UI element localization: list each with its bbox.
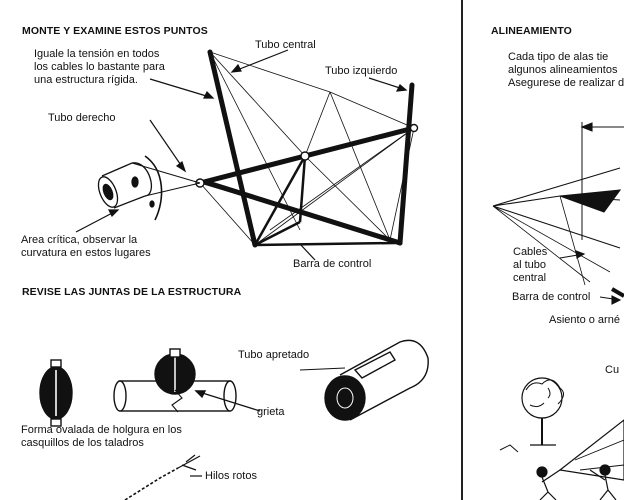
broken-wire <box>124 454 202 500</box>
label-cut-off: Cu <box>605 364 620 376</box>
label-forma-ovalada: Forma ovalada de holgura en los casquill… <box>21 424 182 449</box>
critical-area-tube <box>97 155 201 221</box>
label-tubo-central: Tubo central <box>255 39 316 51</box>
oval-bushing <box>39 359 73 427</box>
flight-scene <box>499 377 624 500</box>
section-heading-alignment: ALINEAMIENTO <box>491 25 572 37</box>
page-divider <box>461 0 463 500</box>
label-hilos-rotos: Hilos rotos <box>205 470 257 482</box>
label-tubo-derecho: Tubo derecho <box>48 112 116 124</box>
joint-checks <box>39 339 429 500</box>
control-bar <box>253 155 396 247</box>
alignment-wing-diagram <box>492 122 624 305</box>
tension-note: Iguale la tensión en todos los cables lo… <box>34 48 165 86</box>
leader-arrows <box>75 49 408 261</box>
frame-tubes <box>197 49 417 248</box>
label-grieta: grieta <box>257 406 285 418</box>
tubo-izquierdo-line <box>397 82 415 246</box>
cracked-tube <box>113 348 261 413</box>
tight-tube <box>299 339 429 421</box>
label-area-critica: Area crítica, observar la curvatura en e… <box>21 234 151 259</box>
label-asiento: Asiento o arné <box>549 314 620 326</box>
label-tubo-apretado: Tubo apretado <box>238 349 310 361</box>
label-barra-control: Barra de control <box>293 258 372 270</box>
label-barra-control-right: Barra de control <box>512 291 591 303</box>
section-heading-assemble: MONTE Y EXAMINE ESTOS PUNTOS <box>22 25 208 37</box>
section-heading-joints: REVISE LAS JUNTAS DE LA ESTRUCTURA <box>22 286 242 298</box>
label-tubo-izquierdo: Tubo izquierdo <box>325 65 398 77</box>
label-cables-tubo-central: Cables al tubo central <box>513 246 548 284</box>
alignment-intro: Cada tipo de alas tie algunos alineamien… <box>508 51 624 89</box>
hang-glider-frame-diagram <box>75 49 419 261</box>
